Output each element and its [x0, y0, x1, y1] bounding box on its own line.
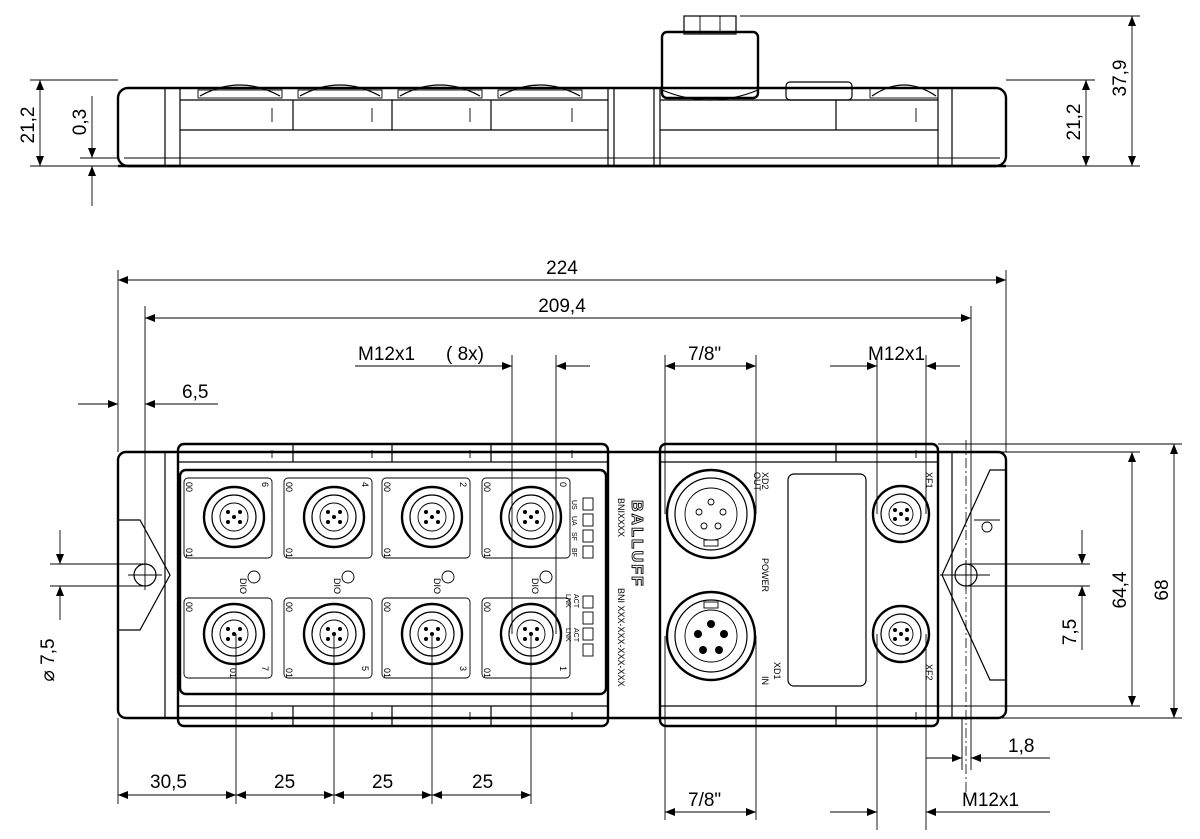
port-number: 1 [558, 666, 568, 671]
port-number: 2 [458, 482, 468, 487]
dim-fieldbus-top: M12x1 [868, 344, 925, 365]
label-window [787, 473, 867, 687]
pin-label: 01 [284, 548, 294, 558]
pin-label: 01 [382, 668, 392, 678]
side-power-connector [660, 30, 760, 100]
dim-power-top: 7/8" [688, 344, 721, 365]
dio-marker-icon [539, 570, 553, 584]
led-lnk-label: LNK [564, 594, 571, 608]
dim-port-pitch: 25 [274, 772, 295, 793]
led-us-label: US [570, 500, 577, 510]
dio-marker-icon [441, 570, 455, 584]
top-housing [116, 450, 1008, 720]
port-number: 3 [458, 666, 468, 671]
series-label: BNIXXXX [616, 498, 626, 537]
dim-port-pitch: 25 [472, 772, 493, 793]
dim-inner-width: 64,4 [1110, 571, 1131, 608]
port-frames [183, 477, 571, 679]
part-number: BNI XXX-XXX-XXX-XXX [616, 588, 626, 687]
dim-side-h-right: 21,2 [1064, 104, 1085, 141]
led-ua-label: UA [570, 516, 577, 526]
m12-port-top-2 [400, 485, 464, 549]
pin-label: 00 [284, 482, 294, 492]
port-number: 6 [260, 482, 270, 487]
xf2-label: XF2 [924, 664, 934, 681]
dim-side-h-left: 21,2 [18, 107, 39, 144]
pin-label: 00 [284, 602, 294, 612]
pin-label: 01 [482, 548, 492, 558]
pin-label: 00 [382, 602, 392, 612]
dio-label: DIO [332, 578, 342, 594]
pin-label: 01 [184, 548, 194, 558]
xd1-label: XD1 [772, 662, 782, 680]
led-act-label: ACT [572, 594, 579, 609]
ground-icon [981, 521, 993, 533]
port-number: 5 [360, 666, 370, 671]
pin-label: 01 [382, 548, 392, 558]
dim-port-pitch: 25 [372, 772, 393, 793]
port-number: 0 [558, 482, 568, 487]
dio-label: DIO [238, 578, 248, 594]
power-label: POWER [760, 558, 770, 593]
m12-port-top-6 [202, 485, 266, 549]
status-leds [582, 497, 594, 657]
m12-port-top-0 [499, 485, 563, 549]
xd2-dir-label: OUT [752, 472, 762, 492]
led-sf-label: SF [570, 532, 577, 541]
dim-total-width: 68 [1152, 579, 1173, 600]
dim-flange-offset: 1,8 [1008, 736, 1034, 757]
power-connector-xd2 [665, 468, 757, 560]
left-mount-flange [118, 519, 171, 631]
dim-side-gap: 0,3 [70, 109, 91, 135]
dim-hole-slot: 7,5 [1060, 619, 1081, 645]
power-connector-xd1 [665, 590, 757, 682]
dim-hole-pitch: 209,4 [538, 296, 586, 317]
dim-first-port: 30,5 [150, 772, 187, 793]
side-view: 21,2 0,3 21,2 37,9 [18, 15, 1140, 206]
dim-fieldbus-bottom: M12x1 [962, 790, 1019, 811]
top-view: DIO DIO DIO DIO 00 00 00 00 01 01 01 01 … [116, 442, 1008, 728]
xf1-label: XF1 [924, 472, 934, 489]
m12-port-bottom-7 [202, 602, 266, 666]
dim-m12-ports: M12x1 [358, 344, 415, 365]
xd2-label: XD2 [760, 472, 770, 490]
led-lnk-label: LNK [564, 628, 571, 642]
dio-label: DIO [432, 578, 442, 594]
io-port-panel [178, 468, 608, 696]
pin-label: 00 [482, 482, 492, 492]
xd1-dir-label: IN [760, 676, 770, 685]
pin-label: 00 [184, 602, 194, 612]
pin-label: 01 [228, 668, 238, 678]
pin-label: 00 [482, 602, 492, 612]
pin-label: 01 [284, 668, 294, 678]
m12-fieldbus-xf2 [871, 604, 931, 664]
dim-hole-offset: 6,5 [182, 382, 208, 403]
brand-logo: BALLUFF [628, 500, 645, 588]
dimension-lines: 224 209,4 6,5 M12x1 ( 8x) 7/8" M12x1 ⌀ [38, 258, 1182, 830]
dio-label: DIO [530, 578, 540, 594]
m12-fieldbus-xf1 [871, 484, 931, 544]
pin-label: 00 [382, 482, 392, 492]
led-act-label: ACT [572, 628, 579, 643]
pin-label: 00 [184, 482, 194, 492]
dim-hole-dia: ⌀ 7,5 [38, 638, 59, 681]
port-number: 4 [360, 482, 370, 487]
fieldbus-block [658, 442, 940, 728]
led-bf-label: BF [570, 548, 577, 557]
pin-label: 01 [482, 668, 492, 678]
dio-marker-icon [341, 570, 355, 584]
m12-port-top-4 [302, 485, 366, 549]
dim-side-total-h: 37,9 [1110, 60, 1131, 97]
dim-power-bottom: 7/8" [688, 790, 721, 811]
dim-length-total: 224 [546, 258, 578, 279]
dim-m12-count: ( 8x) [446, 344, 484, 365]
port-number: 7 [260, 666, 270, 671]
dio-marker-icon [247, 570, 261, 584]
io-block [176, 442, 610, 728]
